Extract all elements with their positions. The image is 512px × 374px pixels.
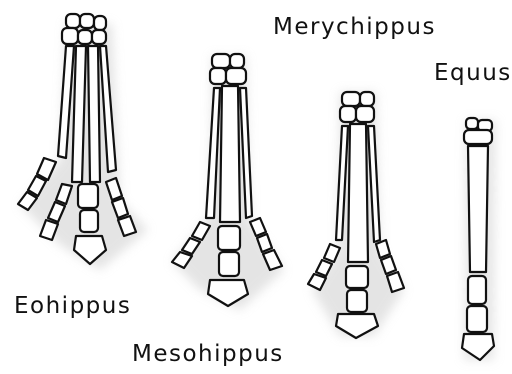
merychippus-label: Merychippus <box>273 14 436 40</box>
merychippus-carpals <box>340 92 374 122</box>
mesohippus-carpals <box>210 54 246 84</box>
mesohippus-foot <box>172 54 284 310</box>
eohippus-label: Eohippus <box>14 293 131 319</box>
equus-metacarpal <box>468 146 488 272</box>
eohippus-foot <box>18 14 148 270</box>
merychippus-foot <box>308 92 404 338</box>
equus-label: Equus <box>434 60 512 86</box>
equus-carpals <box>464 118 492 144</box>
equus-foot <box>462 118 496 360</box>
mesohippus-metacarpals <box>206 86 252 222</box>
eohippus-carpals <box>62 14 106 44</box>
mesohippus-label: Mesohippus <box>132 341 284 367</box>
